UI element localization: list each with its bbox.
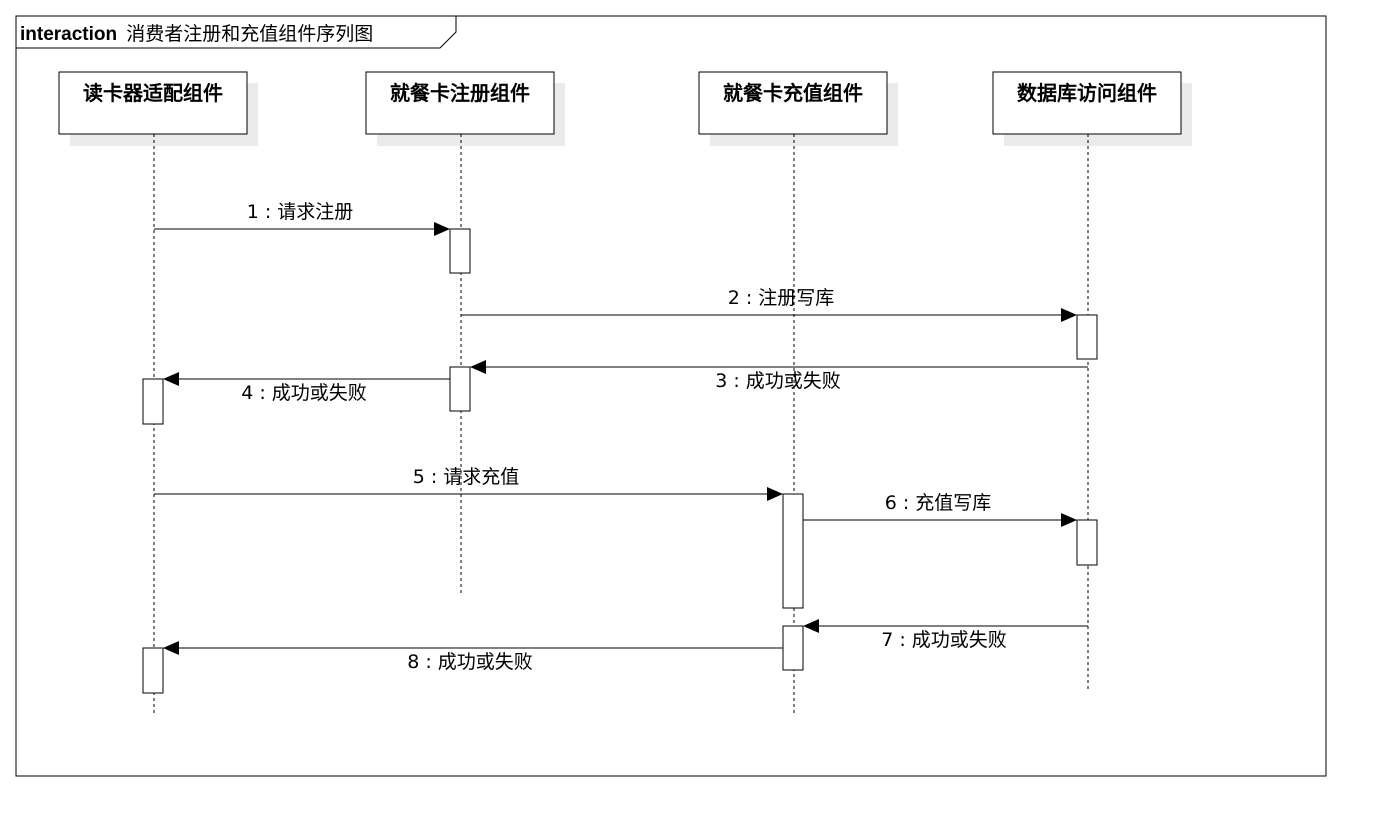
arrow-head-icon: [1061, 513, 1077, 527]
arrow-head-icon: [470, 360, 486, 374]
lifeline-register: 就餐卡注册组件: [365, 71, 565, 594]
arrow-head-icon: [1061, 308, 1077, 322]
diagram-frame: [15, 15, 1327, 777]
message-6: 6 : 充值写库: [803, 492, 1077, 527]
frame-keyword: interaction: [20, 24, 117, 45]
lifeline-recharge: 就餐卡充值组件: [698, 71, 898, 716]
message-8: 8 : 成功或失败: [163, 641, 783, 673]
message-label: 8 : 成功或失败: [407, 651, 533, 673]
lifeline-box[interactable]: [365, 71, 555, 135]
message-label: 7 : 成功或失败: [881, 629, 1007, 651]
lifeline-label: 读卡器适配组件: [83, 81, 223, 105]
arrow-head-icon: [434, 222, 450, 236]
lifeline-label: 数据库访问组件: [1017, 81, 1157, 105]
message-2: 2 : 注册写库: [461, 287, 1077, 322]
lifeline-database: 数据库访问组件: [992, 71, 1192, 690]
arrow-head-icon: [767, 487, 783, 501]
frame-title-text: 消费者注册和充值组件序列图: [126, 23, 373, 45]
lifeline-box[interactable]: [992, 71, 1182, 135]
message-4: 4 : 成功或失败: [163, 372, 450, 404]
message-7: 7 : 成功或失败: [803, 619, 1088, 651]
lifeline-box[interactable]: [698, 71, 888, 135]
message-5: 5 : 请求充值: [154, 466, 783, 501]
activation-recharge-1: [782, 493, 804, 609]
activation-card-reader-1: [142, 378, 164, 425]
activation-register-2: [449, 366, 471, 412]
message-label: 3 : 成功或失败: [715, 370, 841, 392]
arrow-head-icon: [803, 619, 819, 633]
lifeline-card-reader: 读卡器适配组件: [58, 71, 258, 716]
message-label: 1 : 请求注册: [247, 201, 354, 223]
message-label: 6 : 充值写库: [885, 492, 992, 514]
arrow-head-icon: [163, 641, 179, 655]
lifeline-box[interactable]: [58, 71, 248, 135]
activation-recharge-2: [782, 625, 804, 671]
message-3: 3 : 成功或失败: [470, 360, 1088, 392]
frame-title: interaction 消费者注册和充值组件序列图: [20, 23, 373, 45]
activation-register-1: [449, 228, 471, 274]
activation-database-1: [1076, 314, 1098, 360]
activation-database-2: [1076, 519, 1098, 566]
activation-card-reader-2: [142, 647, 164, 694]
lifeline-label: 就餐卡充值组件: [723, 81, 863, 105]
message-label: 5 : 请求充值: [413, 466, 520, 488]
message-1: 1 : 请求注册: [154, 201, 450, 236]
frame-title-tab: [16, 16, 457, 49]
lifeline-label: 就餐卡注册组件: [390, 81, 530, 105]
arrow-head-icon: [163, 372, 179, 386]
message-label: 4 : 成功或失败: [241, 382, 367, 404]
message-label: 2 : 注册写库: [728, 287, 835, 309]
